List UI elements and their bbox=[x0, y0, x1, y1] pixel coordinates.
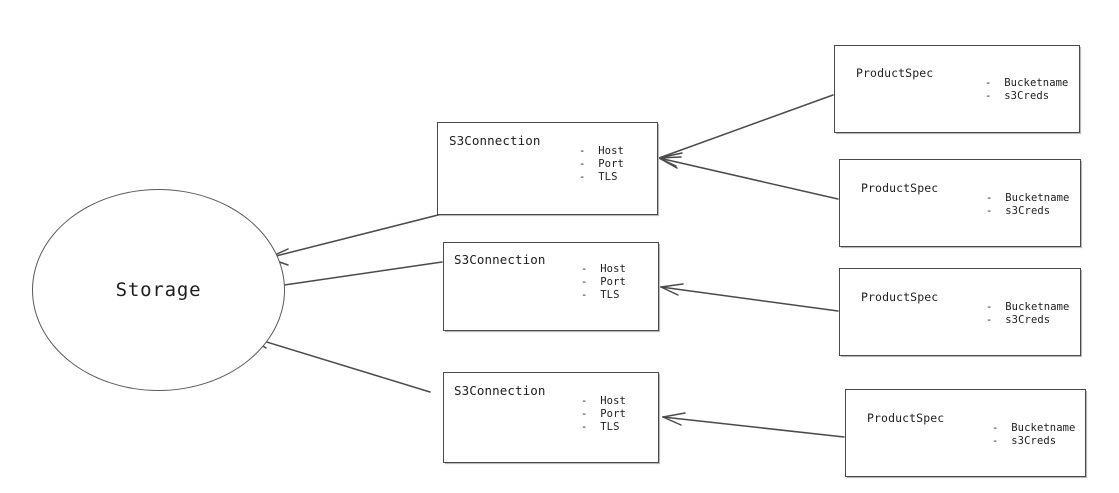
edge-conn1-storage bbox=[267, 213, 443, 266]
attribute-row: - s3Creds bbox=[986, 314, 1051, 326]
node-productspec-2-attributes: - Bucketname - s3Creds bbox=[986, 192, 1069, 218]
node-productspec-3-attributes: - Bucketname - s3Creds bbox=[986, 301, 1069, 327]
node-productspec-2-title: ProductSpec bbox=[861, 181, 939, 195]
node-s3connection-2[interactable]: S3Connection - Host - Port - TLS bbox=[443, 242, 659, 331]
attribute-row: - Host bbox=[579, 145, 624, 157]
node-s3connection-1[interactable]: S3Connection - Host - Port - TLS bbox=[437, 122, 658, 215]
node-productspec-3[interactable]: ProductSpec - Bucketname - s3Creds bbox=[839, 268, 1081, 356]
node-productspec-2[interactable]: ProductSpec - Bucketname - s3Creds bbox=[839, 159, 1081, 247]
attribute-row: - Port bbox=[581, 276, 626, 288]
edge-spec2-conn1 bbox=[658, 156, 839, 200]
attribute-row: - Bucketname bbox=[992, 422, 1076, 434]
node-productspec-4-attributes: - Bucketname - s3Creds bbox=[992, 422, 1075, 448]
node-storage[interactable]: Storage bbox=[32, 189, 285, 391]
attribute-row: - Host bbox=[581, 263, 626, 275]
edge-spec3-conn2 bbox=[660, 283, 839, 312]
edge-spec1-conn1 bbox=[658, 94, 834, 169]
attribute-row: - Bucketname bbox=[985, 77, 1069, 89]
node-productspec-4-title: ProductSpec bbox=[867, 411, 945, 425]
attribute-row: - Port bbox=[581, 408, 626, 420]
node-productspec-3-title: ProductSpec bbox=[861, 290, 939, 304]
attribute-row: - Bucketname bbox=[986, 192, 1070, 204]
node-s3connection-1-attributes: - Host - Port - TLS bbox=[579, 145, 624, 184]
node-s3connection-2-title: S3Connection bbox=[454, 252, 546, 267]
node-s3connection-1-title: S3Connection bbox=[449, 133, 541, 148]
attribute-row: - TLS bbox=[581, 289, 620, 301]
node-productspec-1-title: ProductSpec bbox=[856, 66, 934, 80]
node-productspec-1[interactable]: ProductSpec - Bucketname - s3Creds bbox=[834, 45, 1080, 133]
node-s3connection-2-attributes: - Host - Port - TLS bbox=[581, 263, 626, 302]
node-storage-label: Storage bbox=[115, 279, 202, 301]
attribute-row: - TLS bbox=[579, 171, 618, 183]
attribute-row: - s3Creds bbox=[986, 205, 1051, 217]
attribute-row: - Bucketname bbox=[986, 301, 1070, 313]
attribute-row: - s3Creds bbox=[985, 90, 1050, 102]
attribute-row: - TLS bbox=[581, 421, 620, 433]
attribute-row: - Host bbox=[581, 395, 626, 407]
node-s3connection-3-attributes: - Host - Port - TLS bbox=[581, 395, 626, 434]
node-productspec-4[interactable]: ProductSpec - Bucketname - s3Creds bbox=[845, 389, 1086, 477]
attribute-row: - s3Creds bbox=[992, 435, 1057, 447]
attribute-row: - Port bbox=[579, 158, 624, 170]
edge-spec4-conn3 bbox=[662, 412, 845, 438]
node-s3connection-3-title: S3Connection bbox=[454, 383, 546, 398]
node-productspec-1-attributes: - Bucketname - s3Creds bbox=[985, 77, 1068, 103]
node-s3connection-3[interactable]: S3Connection - Host - Port - TLS bbox=[443, 372, 659, 463]
edge-conn3-storage bbox=[246, 334, 431, 393]
